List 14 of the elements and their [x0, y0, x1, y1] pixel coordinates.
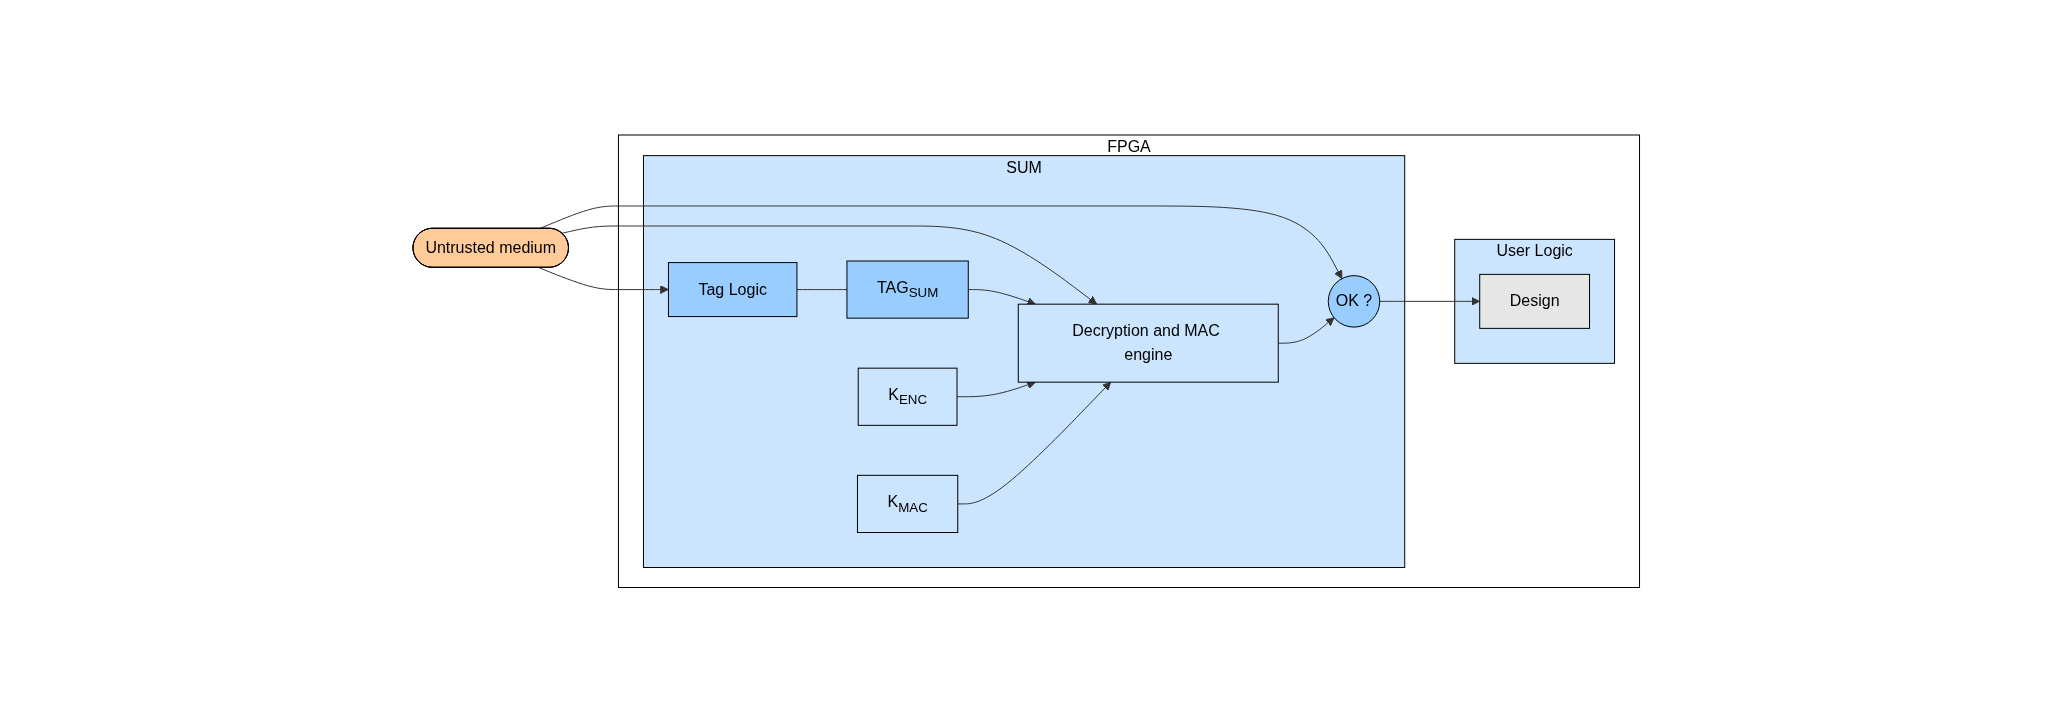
arrow — [957, 382, 1111, 505]
node-box: Decryption and MAC engine — [1017, 303, 1279, 383]
arrow — [967, 289, 1036, 306]
arrow — [1378, 297, 1480, 306]
node-box: TAG$_{SUM}$ — [846, 260, 969, 319]
arrow — [538, 267, 669, 295]
node-box: K$_{ENC}$ — [857, 367, 958, 427]
arrow — [561, 225, 1097, 305]
arrow — [1277, 317, 1335, 344]
node-box: K$_{MAC}$ — [856, 475, 958, 534]
node-circle: OK ? — [1327, 275, 1380, 328]
node-box: Tag Logic — [667, 262, 798, 318]
node-box: Design — [1478, 274, 1590, 330]
connector — [796, 289, 848, 291]
